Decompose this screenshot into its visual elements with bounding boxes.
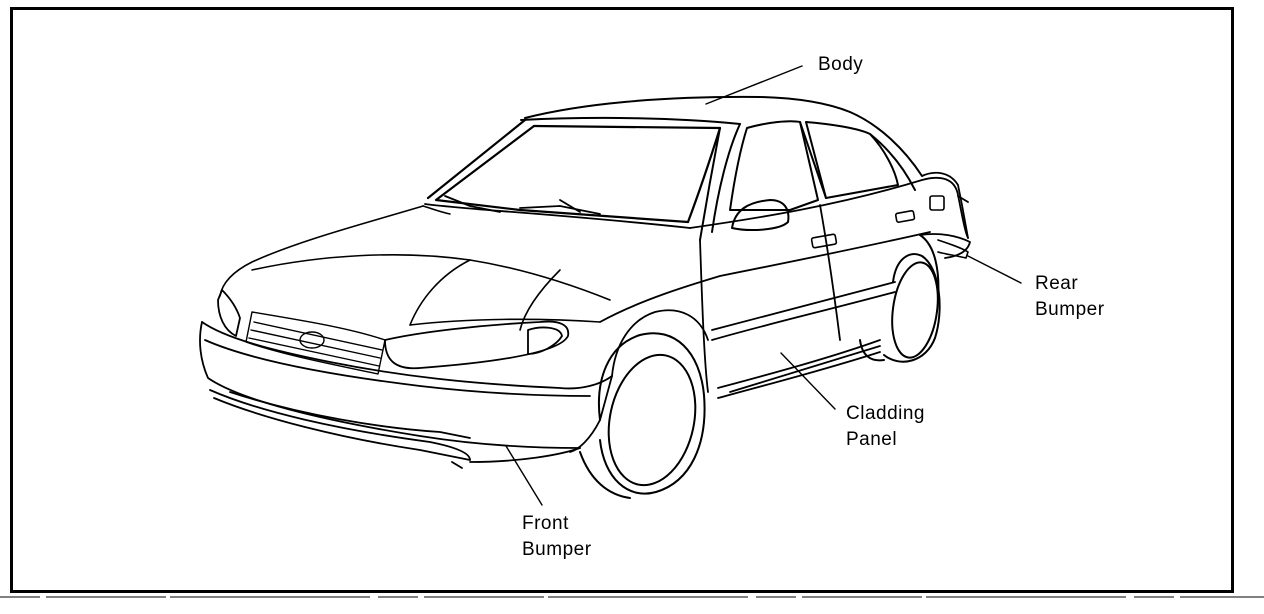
body-label: Body — [818, 52, 863, 78]
leader-lines — [505, 65, 1022, 506]
rear-wheel — [859, 234, 941, 363]
rear-bumper-label-line-1: Rear — [1035, 273, 1079, 294]
front-bumper-label-line-2: Bumper — [522, 539, 592, 560]
grille — [245, 311, 386, 375]
front-bumper-label: Front Bumper — [522, 511, 592, 563]
car-roof — [520, 95, 923, 177]
front-fender — [611, 309, 709, 377]
headlamps — [217, 289, 570, 370]
cladding-panel-label-line-2: Panel — [846, 429, 898, 450]
side-mirror — [731, 199, 790, 231]
side-windows — [699, 120, 916, 241]
rear-bumper-label-line-2: Bumper — [1035, 299, 1105, 320]
rear-bumper-leader-line — [967, 255, 1022, 284]
front-bumper — [199, 321, 613, 469]
cladding-panel-label: Cladding Panel — [846, 401, 925, 453]
body-side — [599, 176, 969, 399]
scan-edge-noise — [0, 596, 1264, 598]
body-label-text: Body — [818, 54, 864, 75]
front-bumper-leader-line — [505, 445, 543, 506]
front-wheel — [579, 332, 706, 499]
hood — [219, 205, 611, 331]
cladding-panel-label-line-1: Cladding — [846, 403, 925, 424]
rear-bumper — [937, 239, 969, 259]
door-handles — [810, 195, 945, 249]
cowl-wipers — [424, 195, 691, 229]
rear-bumper-label: Rear Bumper — [1035, 271, 1105, 323]
front-bumper-label-line-1: Front — [522, 513, 569, 534]
cladding-panel-leader-line — [780, 352, 836, 410]
